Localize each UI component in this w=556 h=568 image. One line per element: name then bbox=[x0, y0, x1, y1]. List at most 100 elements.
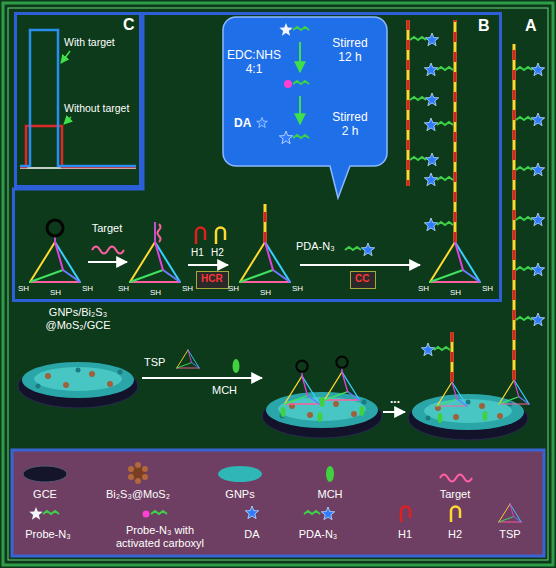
art-use bbox=[336, 357, 347, 372]
art-line bbox=[407, 20, 410, 186]
art-use bbox=[499, 504, 522, 522]
art-circle bbox=[135, 462, 141, 468]
hairpin-h2 bbox=[216, 228, 225, 245]
art-use bbox=[516, 163, 545, 176]
probe-n3-icon bbox=[279, 23, 309, 36]
art-line bbox=[454, 20, 457, 242]
node-text-slot: Stirred 2 h bbox=[328, 110, 372, 138]
legend-label-slot: PDA-N₃ bbox=[278, 528, 358, 541]
legend-label-slot: Target bbox=[405, 488, 505, 501]
legend-label: PDA-N₃ bbox=[278, 528, 358, 541]
annotation: H2 bbox=[211, 247, 224, 259]
art-line bbox=[513, 44, 516, 380]
art-line bbox=[154, 222, 156, 242]
node-text: B bbox=[478, 16, 490, 35]
art-use bbox=[516, 213, 545, 226]
art-use bbox=[47, 220, 63, 242]
thiol-label: SH bbox=[182, 284, 193, 294]
thiol-label-slot: SH bbox=[18, 284, 29, 294]
art-ellipse bbox=[360, 406, 365, 416]
legend-label-slot: MCH bbox=[280, 488, 380, 501]
node-text-slot: DA bbox=[234, 116, 251, 130]
annotation: ... bbox=[380, 392, 410, 406]
art-path bbox=[20, 30, 136, 166]
art-use bbox=[279, 23, 292, 36]
legend-label: Bi₂S₃@MoS₂ bbox=[88, 488, 188, 501]
hairpin-h1 bbox=[196, 228, 205, 245]
art-use bbox=[279, 131, 292, 144]
panel-letter-slot: A bbox=[525, 16, 537, 35]
annotation-slot: ... bbox=[380, 392, 410, 406]
art-use bbox=[516, 113, 545, 126]
art-use bbox=[30, 242, 80, 282]
annotation-slot: With target bbox=[64, 36, 115, 49]
signal-chart bbox=[20, 30, 136, 168]
art-path bbox=[304, 511, 320, 514]
annotation-slot: H2 bbox=[211, 247, 224, 259]
art-circle bbox=[128, 466, 134, 472]
art-ellipse bbox=[483, 411, 488, 421]
art-use bbox=[516, 313, 545, 326]
art-line bbox=[64, 117, 71, 124]
art-path bbox=[401, 507, 410, 523]
node-text: EDC:NHS 4:1 bbox=[224, 48, 284, 76]
node-text-slot: CC bbox=[355, 273, 369, 285]
art-use bbox=[262, 392, 382, 438]
thiol-label-slot: SH bbox=[118, 284, 129, 294]
art-use bbox=[296, 361, 307, 376]
art-path bbox=[43, 511, 59, 514]
art-circle bbox=[143, 511, 150, 518]
step-tag: CC bbox=[350, 271, 376, 289]
art-ellipse bbox=[281, 407, 286, 417]
legend-label-slot: H1 bbox=[380, 528, 430, 541]
annotation-slot: Target bbox=[86, 222, 128, 235]
annotation-slot: GNPs/Bi₂S₃ @MoS₂/GCE bbox=[22, 306, 134, 332]
art-use bbox=[410, 33, 439, 46]
thiol-label-slot: SH bbox=[150, 288, 161, 298]
annotation-slot: H1 bbox=[191, 247, 204, 259]
art-use bbox=[408, 394, 528, 440]
art-line bbox=[142, 377, 262, 379]
art-path bbox=[158, 224, 161, 242]
thiol-label: SH bbox=[260, 288, 271, 298]
reaction-arrows bbox=[88, 262, 420, 412]
bubble-body bbox=[223, 17, 387, 198]
node-text-slot: HCR bbox=[201, 273, 223, 285]
node-text: CC bbox=[355, 273, 369, 285]
legend-label-slot: DA bbox=[222, 528, 282, 541]
legend-label: GCE bbox=[0, 488, 95, 501]
art-line bbox=[188, 264, 228, 266]
art-use bbox=[424, 63, 453, 76]
art-path bbox=[293, 135, 309, 138]
node-text: DA bbox=[234, 116, 251, 130]
node-text-slot: Stirred 12 h bbox=[328, 36, 372, 64]
art-use bbox=[516, 63, 545, 76]
art-line bbox=[451, 332, 454, 382]
art-circle bbox=[131, 466, 145, 480]
step-arrow bbox=[299, 42, 301, 72]
node-text: HCR bbox=[201, 273, 223, 285]
legend-label: MCH bbox=[280, 488, 380, 501]
art-use bbox=[424, 218, 453, 231]
art-ellipse bbox=[318, 412, 323, 422]
step-arrow bbox=[299, 96, 301, 124]
art-line bbox=[513, 44, 516, 380]
legend-label-slot: Probe-N₃ with activated carboxyl bbox=[104, 524, 216, 550]
art-circle bbox=[128, 474, 134, 480]
art-use bbox=[424, 173, 453, 186]
legend-label: GNPs bbox=[190, 488, 290, 501]
legend-label: Probe-N₃ with activated carboxyl bbox=[104, 524, 216, 550]
panel-letter: A bbox=[525, 16, 537, 35]
art-line bbox=[264, 204, 267, 242]
annotation: TSP bbox=[144, 356, 165, 369]
legend-label: Target bbox=[405, 488, 505, 501]
art-ellipse bbox=[218, 466, 262, 482]
annotation: Target bbox=[86, 222, 128, 235]
thiol-label: SH bbox=[228, 284, 239, 294]
art-path bbox=[293, 81, 309, 84]
panel-outline: B EDC:NHS 4:1 Stirred 12 h DA Stirred 2 h HCR… bbox=[12, 12, 502, 302]
speech-bubble: EDC:NHS 4:1 Stirred 12 h DA Stirred 2 h bbox=[222, 16, 388, 200]
legend-icons bbox=[23, 462, 521, 522]
art-path bbox=[20, 126, 136, 167]
